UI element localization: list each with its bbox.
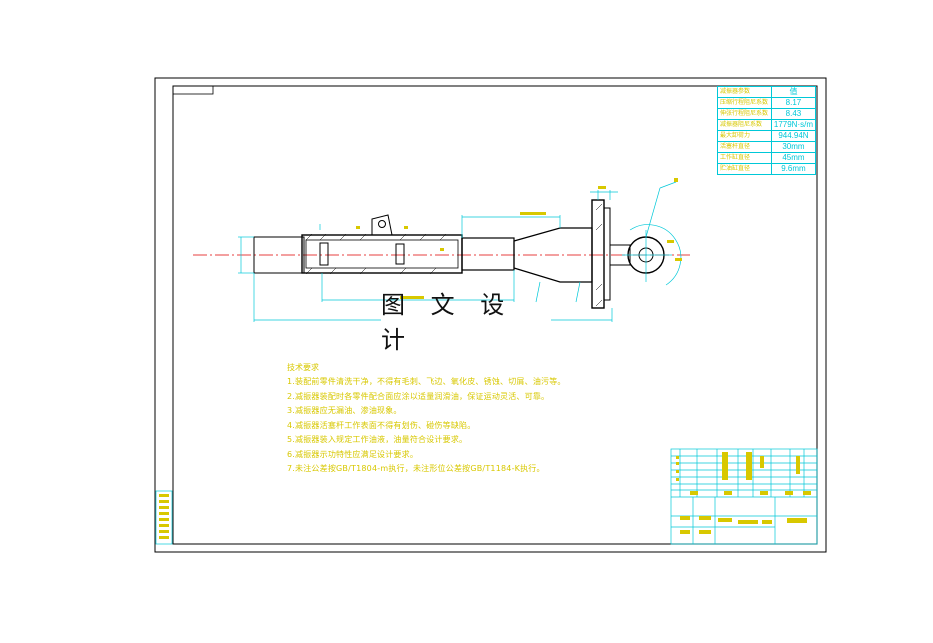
title-block <box>670 448 818 545</box>
technical-requirement-line: 6.减振器示功特性应满足设计要求。 <box>287 449 419 459</box>
parameter-value: 值 <box>770 86 817 98</box>
parameter-label: 减振器参数 <box>717 86 772 98</box>
parameter-label: 活塞杆直径 <box>717 141 772 153</box>
sheet-inner-frame <box>172 85 818 545</box>
watermark-banner: 图 文 设 计 <box>381 291 551 354</box>
technical-requirements-title: 技术要求 <box>287 363 319 372</box>
watermark-text: 图 文 设 计 <box>381 291 514 354</box>
parameter-value: 45mm <box>770 152 817 164</box>
parameter-label: 伸张行程阻尼系数 <box>717 108 772 120</box>
inner-tube <box>305 239 459 269</box>
parameter-label: 贮油缸直径 <box>717 163 772 175</box>
technical-requirement-line: 3.减振器应无漏油、渗油现象。 <box>287 406 402 415</box>
parameter-value: 9.6mm <box>770 163 817 175</box>
outer-cylinder <box>301 234 463 274</box>
parameter-label: 工作缸直径 <box>717 152 772 164</box>
parameter-row: 减振器参数值 <box>717 86 817 98</box>
parameter-value: 8.43 <box>770 108 817 120</box>
piston <box>319 242 329 266</box>
technical-requirement-line: 2.减振器装配时各零件配合面应涂以适量润滑油，保证运动灵活、可靠。 <box>287 391 550 401</box>
damper-assembly <box>253 199 665 309</box>
parameter-value: 30mm <box>770 141 817 153</box>
middle-tube <box>461 237 515 271</box>
parameter-value: 944.94N <box>770 130 817 142</box>
dimension-labels <box>356 178 682 299</box>
mounting-lug <box>371 214 393 236</box>
parameter-label: 压缩行程阻尼系数 <box>717 97 772 109</box>
sheet-outer-border <box>154 77 827 553</box>
drawing-number-box <box>172 85 214 95</box>
title-block-text-marks <box>676 452 811 534</box>
technical-requirement-line: 1.装配前零件清洗干净，不得有毛刺、飞边、氧化皮、锈蚀、切屑、油污等。 <box>287 377 566 386</box>
parameter-label: 最大卸荷力 <box>717 130 772 142</box>
parameter-label: 减振器阻尼系数 <box>717 119 772 131</box>
flange <box>591 199 605 309</box>
parameter-value: 1779N·s/m <box>770 119 817 131</box>
leader-line <box>659 181 677 189</box>
parameter-value: 8.17 <box>770 97 817 109</box>
rod-end <box>253 236 305 274</box>
valve <box>395 243 405 265</box>
section-hatching <box>305 203 603 307</box>
revision-box <box>155 490 173 545</box>
technical-requirement-line: 4.减振器活塞杆工作表面不得有划伤、碰伤等缺陷。 <box>287 420 476 430</box>
technical-requirement-line: 7.未注公差按GB/T1804-m执行，未注形位公差按GB/T1184-K执行。 <box>287 464 545 473</box>
technical-requirement-line: 5.减振器装入规定工作油液，油量符合设计要求。 <box>287 435 468 444</box>
